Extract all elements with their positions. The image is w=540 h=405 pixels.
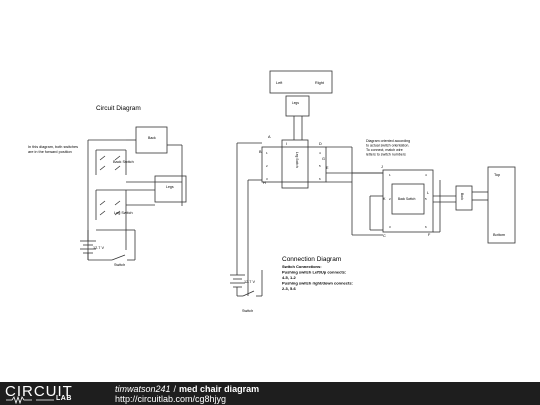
connection-diagram-title: Connection Diagram bbox=[282, 256, 341, 263]
footer-bar: CIRCUIT LAB timwatson241/med chair diagr… bbox=[0, 382, 540, 405]
direction-box bbox=[269, 70, 333, 94]
battery-left-label: 12.7 V bbox=[93, 246, 104, 250]
actuator-bottom-label: Bottom bbox=[493, 233, 505, 237]
battery-left bbox=[80, 230, 96, 260]
connections-line1: Pushing switch Left/Up connects: bbox=[282, 270, 346, 275]
legs-connector-box bbox=[285, 95, 310, 117]
direction-left-label: Left bbox=[276, 81, 283, 85]
leg-switch-inner bbox=[281, 139, 309, 189]
switch-left-label: Switch bbox=[114, 263, 125, 267]
connection-wires bbox=[236, 142, 488, 296]
orient-note-line2: to actual switch orientation. bbox=[366, 144, 409, 148]
back-pin-1: 1 bbox=[389, 173, 391, 177]
circuit-note-line1: In this diagram, both switches bbox=[28, 145, 78, 149]
connections-line3: Pushing switch right/down connects: bbox=[282, 281, 353, 286]
back-pin-3: 3 bbox=[389, 225, 391, 229]
wire-letter-e: E bbox=[326, 166, 329, 170]
diagram-url-link[interactable]: http://circuitlab.com/cg8hjyg bbox=[115, 394, 227, 404]
direction-right-label: Right bbox=[315, 81, 325, 85]
back-connector-box bbox=[455, 185, 473, 211]
wire-letter-k: K bbox=[383, 197, 386, 201]
back-switch-inner bbox=[391, 183, 425, 215]
circuitlab-logo[interactable]: CIRCUIT bbox=[5, 383, 73, 400]
back-switch-body-label: Back Switch bbox=[398, 197, 416, 201]
back-pin-4: 4 bbox=[425, 173, 427, 177]
back-connector-label: Back bbox=[460, 193, 464, 200]
leg-pin-6: 6 bbox=[319, 177, 321, 181]
leg-switch-body bbox=[261, 146, 327, 183]
circuitlab-logo-sub: LAB bbox=[56, 395, 72, 402]
leg-switch-label: Leg Switch bbox=[114, 211, 133, 215]
back-pin-5: 5 bbox=[425, 197, 427, 201]
back-motor-label: Back bbox=[148, 136, 156, 140]
back-switch-label: Back Switch bbox=[113, 160, 134, 164]
wire-letter-l: L bbox=[427, 191, 429, 195]
leg-pin-1: 1 bbox=[266, 151, 268, 155]
wire-letter-b: B bbox=[259, 150, 262, 154]
battery-right-label: 12.7 V bbox=[244, 280, 255, 284]
footer-separator: / bbox=[173, 384, 177, 394]
leg-pin-5: 5 bbox=[319, 164, 321, 168]
actuator-box bbox=[487, 166, 516, 244]
orient-note-line3: To connect, match wire bbox=[366, 148, 403, 152]
wire-letter-i: I bbox=[286, 142, 287, 146]
back-motor-box bbox=[135, 126, 168, 154]
circuit-note-line2: are in the forward position bbox=[28, 150, 72, 154]
leg-switch-body-label: Leg Switch bbox=[295, 152, 299, 168]
leg-pin-4: 4 bbox=[319, 151, 321, 155]
battery-right bbox=[230, 270, 245, 296]
leg-pin-3: 3 bbox=[266, 177, 268, 181]
wire-letter-h: H bbox=[263, 181, 266, 185]
actuator-top-label: Top bbox=[494, 173, 500, 177]
wire-letter-f: F bbox=[428, 233, 431, 237]
author-link[interactable]: timwatson241 bbox=[115, 384, 171, 394]
circuitlab-logo-wave-icon bbox=[6, 396, 54, 404]
schematic-canvas: Circuit Diagram In this diagram, both sw… bbox=[28, 70, 516, 313]
orient-note-line1: Diagram oriented according bbox=[366, 139, 410, 143]
connections-line4: 2-3, 5-6 bbox=[282, 286, 297, 291]
back-pin-6: 6 bbox=[425, 225, 427, 229]
connections-heading: Switch Connections: bbox=[282, 264, 322, 269]
back-pin-2: 2 bbox=[389, 197, 391, 201]
legs-connector-label: Legs bbox=[292, 101, 299, 105]
back-switch-body bbox=[382, 169, 434, 233]
leg-switch-symbol bbox=[95, 144, 183, 250]
power-switch-right bbox=[237, 270, 263, 297]
power-switch-left bbox=[88, 229, 136, 261]
wire-letter-j: J bbox=[381, 165, 383, 169]
switch-right-label: Switch bbox=[242, 309, 253, 313]
legs-motor-box bbox=[154, 175, 187, 203]
connections-line2: 4-5, 1-2 bbox=[282, 275, 297, 280]
leg-pin-2: 2 bbox=[266, 164, 268, 168]
wire-letter-a: A bbox=[268, 135, 271, 139]
circuit-diagram-title: Circuit Diagram bbox=[96, 105, 141, 112]
wire-letter-g: G bbox=[322, 157, 325, 161]
orient-note-line4: letters to switch numbers bbox=[366, 153, 406, 157]
wire-letter-d: D bbox=[319, 142, 322, 146]
wire-letter-c: C bbox=[383, 234, 386, 238]
diagram-name: med chair diagram bbox=[179, 384, 260, 394]
back-switch-symbol bbox=[87, 139, 136, 260]
footer-title: timwatson241/med chair diagram bbox=[115, 384, 259, 394]
legs-motor-label: Legs bbox=[166, 185, 174, 189]
